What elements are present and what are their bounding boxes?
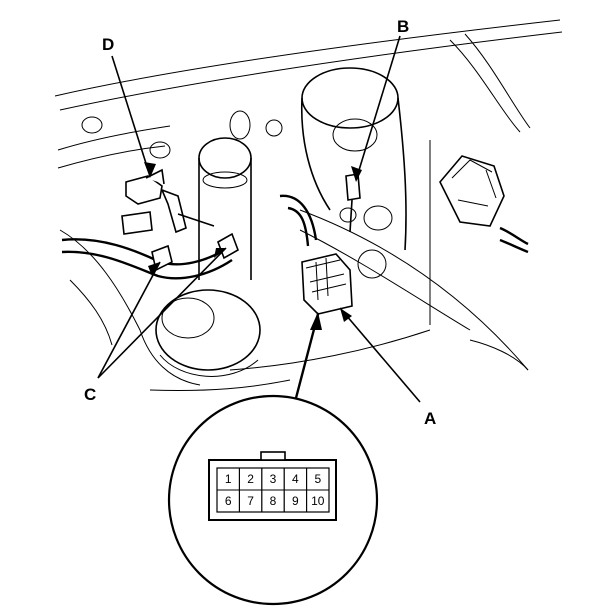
pin-label-7: 7 [247,494,254,508]
pin-label-9: 9 [292,494,299,508]
pin-label-4: 4 [292,472,299,486]
clip-d-bracket [121,168,215,235]
bolts [81,116,357,223]
callout-c: C [84,385,96,404]
connector-face-magnifier: 1 2 3 4 5 6 7 8 9 10 [167,394,379,606]
callout-a: A [424,409,436,428]
leader-lines [97,35,421,403]
pin-label-1: 1 [225,472,232,486]
pin-label-6: 6 [225,494,232,508]
engine-bay-outline [54,19,563,392]
pin-label-3: 3 [270,472,277,486]
strut-mount [300,67,407,279]
lower-mount [155,289,261,377]
reservoir-cylinder [198,110,252,280]
callout-b: B [397,17,409,36]
arrowheads [144,162,362,330]
clip-b [345,173,361,233]
pin-label-8: 8 [270,494,277,508]
callout-d: D [102,35,114,54]
pin-grid: 1 2 3 4 5 6 7 8 9 10 [216,467,330,513]
pin-cell [306,489,330,513]
pin-label-10: 10 [311,494,325,508]
pin-label-2: 2 [247,472,254,486]
clip-c-right [217,232,239,260]
pin-label-5: 5 [314,472,321,486]
right-connector-block [439,155,505,227]
connector-a [301,253,353,315]
